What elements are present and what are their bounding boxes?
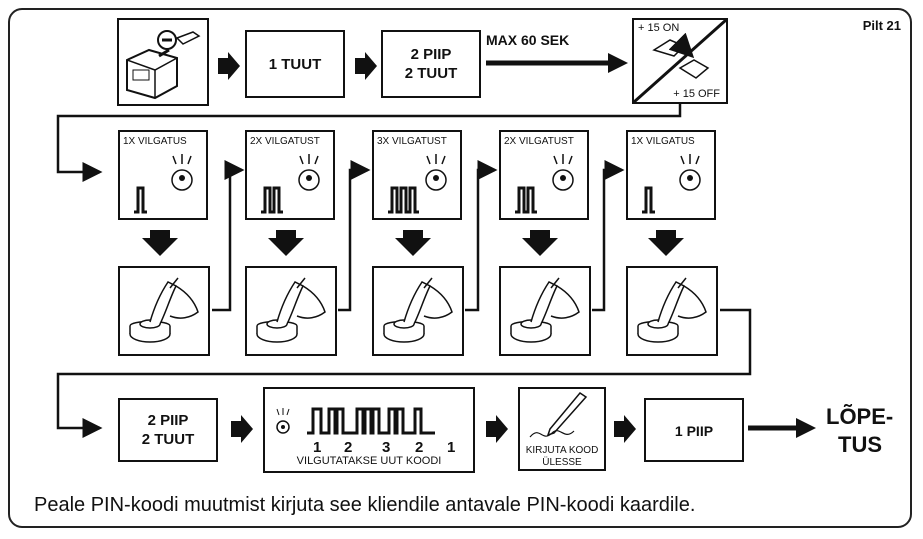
code-digit-1: 1 (313, 439, 322, 456)
led-pulse-icon (261, 154, 320, 214)
two-beep-box: 2 PIIP 2 TUUT (381, 30, 481, 98)
two-piip-label-final: 2 PIIP (147, 412, 189, 429)
key-insert-image (117, 18, 209, 106)
press-button-box (626, 266, 718, 356)
new-code-blink-box: 1 2 3 2 1 VILGUTATAKSE UUT KOODI (263, 387, 475, 473)
pulse-train (134, 186, 147, 214)
pulse-train (261, 186, 283, 214)
finger-press-icon (383, 277, 453, 343)
code-caption: VILGUTATAKSE UUT KOODI (296, 455, 442, 467)
write-code-caption-2: ÜLESSE (542, 457, 582, 468)
pulse-train (642, 186, 655, 214)
end-label-2: TUS (838, 432, 882, 457)
led-pulse-icon (515, 154, 574, 214)
ignition-switch-icon (633, 18, 727, 104)
blink-step-label: 1X VILGATUS (123, 136, 187, 147)
code-digit-5: 1 (447, 439, 456, 456)
one-beep-label: 1 TUUT (268, 56, 322, 73)
end-label-1: LÕPE- (826, 404, 894, 429)
one-beep-box: 1 TUUT (245, 30, 345, 98)
blink-step-label: 3X VILGATUST (377, 136, 447, 147)
write-code-box: KIRJUTA KOOD ÜLESSE (518, 387, 606, 471)
fat-arrow (355, 52, 377, 80)
finger-press-icon (510, 277, 580, 343)
flow-line (56, 104, 682, 182)
flow-line (338, 160, 371, 312)
one-beep-box-final: 1 PIIP (644, 398, 744, 462)
fat-arrow (218, 52, 240, 80)
blink-step-box: 2X VILGATUST (499, 130, 589, 220)
blink-step-label: 1X VILGATUS (631, 136, 695, 147)
two-tuut-label-final: 2 TUUT (141, 431, 195, 448)
write-code-caption-1: KIRJUTA KOOD (525, 445, 599, 456)
led-pulse-icon (642, 154, 701, 214)
blink-step-box: 2X VILGATUST (245, 130, 335, 220)
ignition-on-label: + 15 ON (638, 22, 680, 34)
pulse-train (388, 186, 419, 214)
code-digit-4: 2 (415, 439, 424, 456)
flow-line (465, 160, 498, 312)
finger-press-icon (637, 277, 707, 343)
press-button-box (499, 266, 591, 356)
pulse-train (515, 186, 537, 214)
diagram-frame (8, 8, 912, 528)
code-digit-2: 2 (344, 439, 353, 456)
footer-text: Peale PIN-koodi muutmist kirjuta see kli… (34, 494, 696, 516)
fat-arrow (231, 415, 253, 443)
two-piip-label: 2 PIIP (410, 46, 452, 63)
press-button-box (118, 266, 210, 356)
finger-press-icon (256, 277, 326, 343)
max-time-label: MAX 60 SEK (486, 32, 570, 48)
down-arrows (142, 230, 684, 256)
blink-step-box: 1X VILGATUS (118, 130, 208, 220)
finger-press-icon (129, 277, 199, 343)
press-button-box (245, 266, 337, 356)
flow-line (212, 160, 245, 312)
fat-arrow (614, 415, 636, 443)
ignition-toggle-box: + 15 ON + 15 OFF (632, 18, 728, 104)
blink-step-label: 2X VILGATUST (250, 136, 320, 147)
blink-step-box: 3X VILGATUST (372, 130, 462, 220)
flow-line (56, 308, 752, 438)
press-button-box (372, 266, 464, 356)
code-digit-3: 3 (382, 439, 391, 456)
pen-icon (529, 392, 588, 438)
led-pulse-icon (388, 154, 447, 214)
figure-label: Pilt 21 (862, 18, 901, 33)
blink-step-box: 1X VILGATUS (626, 130, 716, 220)
two-tuut-label: 2 TUUT (404, 65, 458, 82)
key-ignition-icon (126, 30, 201, 100)
led-pulse-icon (134, 154, 193, 214)
blink-step-label: 2X VILGATUST (504, 136, 574, 147)
new-code-pulse-icon (276, 407, 435, 435)
fat-arrow (486, 415, 508, 443)
flow-line (592, 160, 625, 312)
one-piip-label: 1 PIIP (674, 423, 714, 439)
ignition-off-label: + 15 OFF (673, 88, 720, 100)
two-beep-box-final: 2 PIIP 2 TUUT (118, 398, 218, 462)
pulse-train (307, 407, 435, 435)
